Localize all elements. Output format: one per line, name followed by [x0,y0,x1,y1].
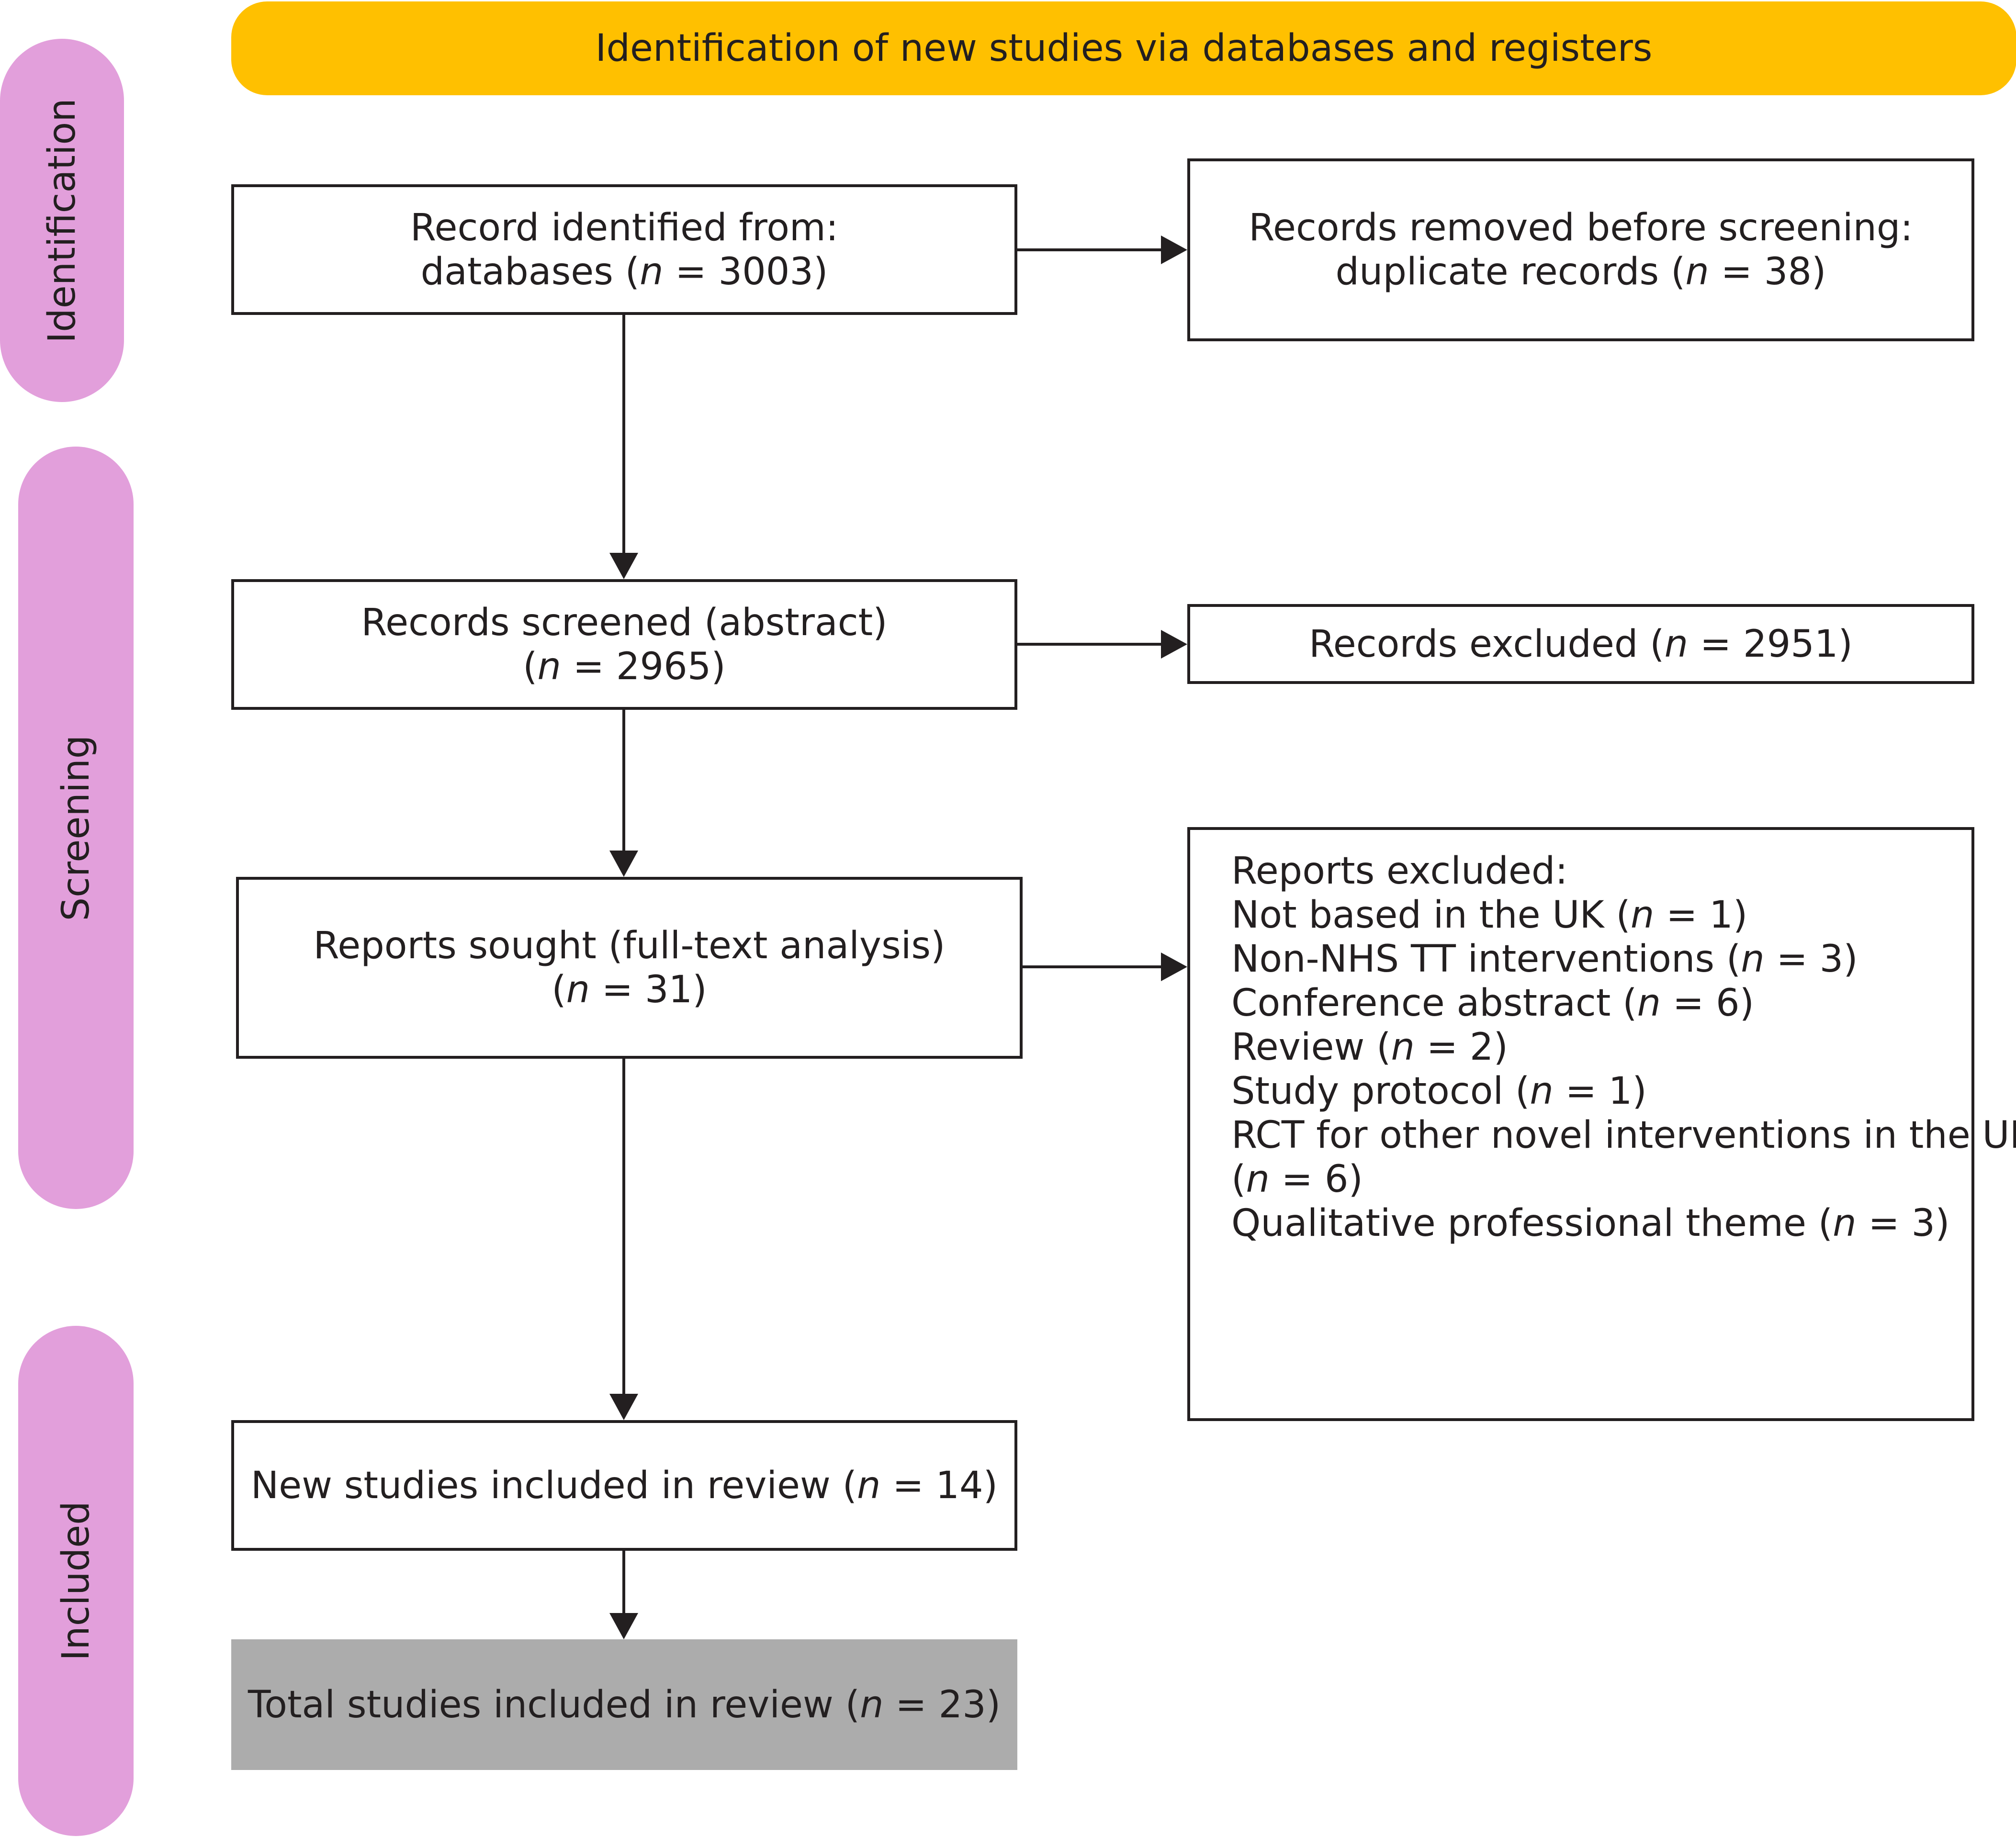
header-banner: Identification of new studies via databa… [231,1,2016,95]
reports-excluded-item: Qualitative professional theme (n = 3) [1231,1202,1950,1245]
reports-excluded-item: Review (n = 2) [1231,1026,1508,1069]
total-studies-box: Total studies included in review (n = 23… [231,1639,1017,1770]
reports-sought-line2: (n = 31) [552,968,707,1011]
reports-excluded-heading: Reports excluded: [1231,850,1568,893]
records-identified-line2: databases (n = 3003) [420,250,828,293]
stage-identification: Identification [0,39,124,402]
reports-excluded-box: Reports excluded: Not based in the UK (n… [1187,827,2016,1421]
records-screened-line1: Records screened (abstract) [361,601,888,644]
reports-excluded-item: Conference abstract (n = 6) [1231,982,1755,1025]
arrowhead-down-screened [609,553,638,579]
arrowhead-down-total [609,1613,638,1639]
records-removed-box: Records removed before screening: duplic… [1187,158,1974,341]
arrowhead-right-excluded [1161,630,1187,659]
reports-excluded-item: Non-NHS TT interventions (n = 3) [1231,938,1858,981]
reports-excluded-item: RCT for other novel interventions in the… [1231,1114,2016,1157]
new-studies-box: New studies included in review (n = 14) [231,1420,1017,1551]
reports-excluded-item: (n = 6) [1231,1158,1363,1201]
new-studies-line1: New studies included in review (n = 14) [250,1464,998,1507]
reports-excluded-item: Study protocol (n = 1) [1231,1070,1647,1113]
records-excluded-line1: Records excluded (n = 2951) [1309,622,1853,666]
reports-sought-line1: Reports sought (full-text analysis) [313,924,946,967]
header-title: Identification of new studies via databa… [595,27,1653,70]
records-removed-line1: Records removed before screening: [1249,206,1913,249]
reports-sought-box: Reports sought (full-text analysis) (n =… [236,877,1023,1059]
reports-excluded-item: Not based in the UK (n = 1) [1231,894,1748,937]
arrowhead-right-removed [1161,235,1187,264]
records-screened-box: Records screened (abstract) (n = 2965) [231,579,1017,710]
stage-included: Included [18,1326,134,1836]
stage-screening: Screening [18,447,134,1209]
arrowhead-right-reports-excluded [1161,952,1187,981]
arrowhead-down-sought [609,851,638,877]
arrowhead-down-new [609,1394,638,1420]
total-studies-line1: Total studies included in review (n = 23… [248,1683,1001,1726]
records-excluded-box: Records excluded (n = 2951) [1187,604,1974,684]
records-removed-line2: duplicate records (n = 38) [1335,250,1826,293]
records-screened-line2: (n = 2965) [523,645,726,688]
records-identified-line1: Record identified from: [410,206,839,249]
records-identified-box: Record identified from: databases (n = 3… [231,184,1017,315]
